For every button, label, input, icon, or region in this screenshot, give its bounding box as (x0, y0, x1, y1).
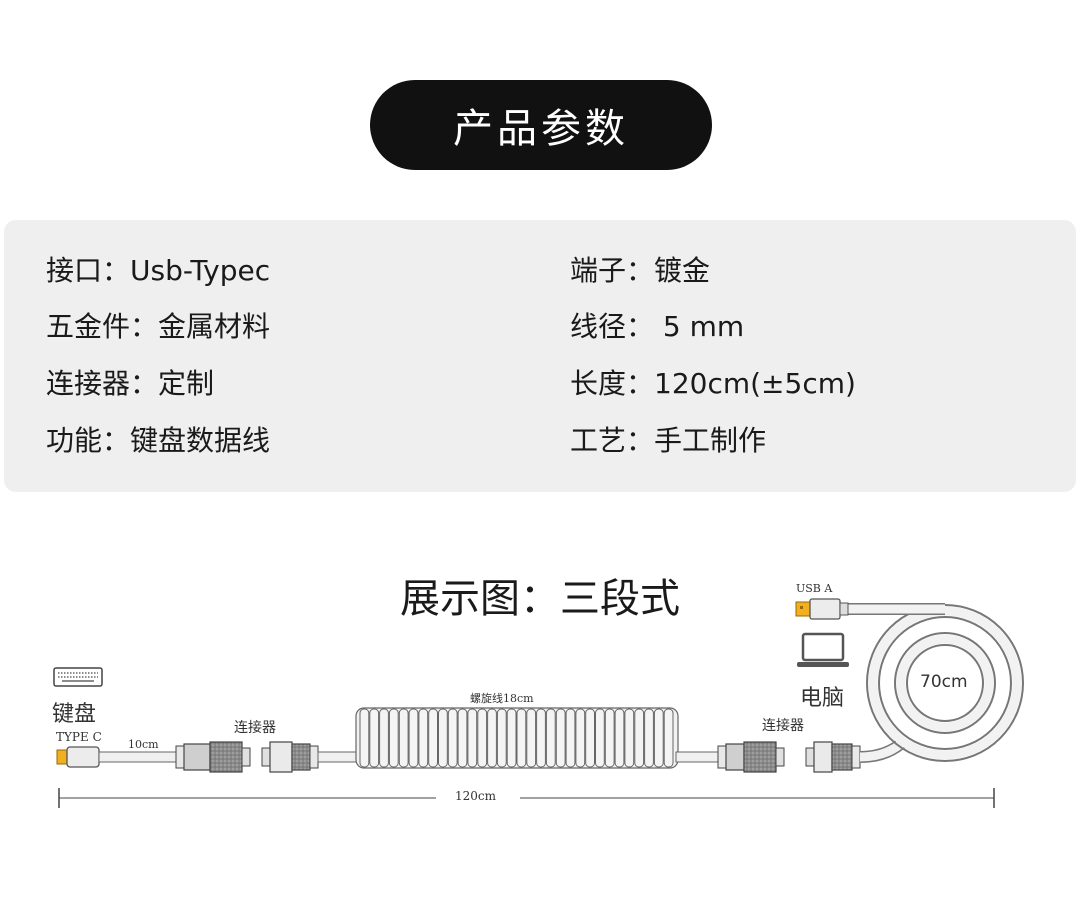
coil-turn (653, 708, 664, 768)
coil-turn (418, 708, 429, 768)
coil-turn (575, 708, 586, 768)
spec-interface: 接口：Usb-Typec (46, 254, 271, 287)
usb-a-plug-icon (795, 598, 849, 620)
coil-label: 螺旋线18cm (470, 692, 534, 705)
coil-turn (634, 708, 645, 768)
spec-function: 功能：键盘数据线 (46, 424, 271, 457)
spec-panel: 接口：Usb-Typec 五金件：金属材料 连接器：定制 功能：键盘数据线 端子… (4, 220, 1076, 492)
coil-turn (624, 708, 635, 768)
coil-turn (457, 708, 468, 768)
coil-turn (467, 708, 478, 768)
coil-turn (447, 708, 458, 768)
coil-turn (526, 708, 537, 768)
coil-turn (516, 708, 527, 768)
total-length-dimension (58, 788, 995, 808)
section-title: 产品参数 (453, 106, 629, 152)
coil-turn (555, 708, 566, 768)
coil-turn (595, 708, 605, 768)
coil-turn (487, 708, 497, 768)
diagram-title: 展示图：三段式 (400, 576, 680, 622)
coil-turn (438, 708, 448, 768)
connector-right-label: 连接器 (762, 718, 804, 734)
total-length-label: 120cm (455, 789, 497, 803)
computer-label: 电脑 (800, 686, 845, 711)
connector-left-label: 连接器 (234, 720, 276, 736)
coil-turn (663, 708, 674, 768)
coil-turn (585, 708, 596, 768)
spec-hardware: 五金件：金属材料 (46, 310, 271, 343)
cable-segment (317, 751, 359, 763)
type-c-label: TYPE C (56, 730, 102, 744)
coiled-cable (355, 707, 679, 769)
coil-turn (428, 708, 439, 768)
coil-turn (506, 708, 517, 768)
cable-diagram (53, 598, 1024, 808)
spec-length: 长度：120cm(±5cm) (570, 367, 856, 400)
coil-turn (398, 708, 409, 768)
cable-segment (675, 751, 721, 763)
loop-length-label: 70cm (920, 672, 968, 692)
coil-turn (614, 708, 625, 768)
spec-craft: 工艺：手工制作 (570, 424, 767, 457)
spec-wire-diameter: 线径： 5 mm (570, 310, 745, 343)
coil-turn (545, 708, 556, 768)
cable-loop-70cm (848, 603, 1024, 763)
coil-turn (604, 708, 615, 768)
keyboard-label: 键盘 (52, 702, 97, 727)
coil-turn (477, 708, 488, 768)
coil-turn (359, 708, 370, 768)
coil-turn (388, 708, 399, 768)
coil-turn (408, 708, 419, 768)
coil-turn (536, 708, 546, 768)
coil-turn (369, 708, 380, 768)
coil-turn (644, 708, 654, 768)
spec-terminal: 端子：镀金 (570, 254, 711, 287)
laptop-icon (797, 632, 849, 667)
coil-turn (565, 708, 576, 768)
keyboard-icon (53, 667, 103, 687)
connector-left (175, 741, 319, 773)
section-title-pill: 产品参数 (370, 80, 712, 170)
segment-10cm-label: 10cm (128, 738, 159, 751)
usb-a-label: USB A (796, 582, 833, 595)
coil-turn (496, 708, 507, 768)
type-c-plug-icon (56, 746, 100, 768)
connector-right (717, 741, 861, 773)
coil-turn (379, 708, 389, 768)
spec-connector: 连接器：定制 (46, 367, 215, 400)
cable-segment-10cm (98, 751, 178, 763)
